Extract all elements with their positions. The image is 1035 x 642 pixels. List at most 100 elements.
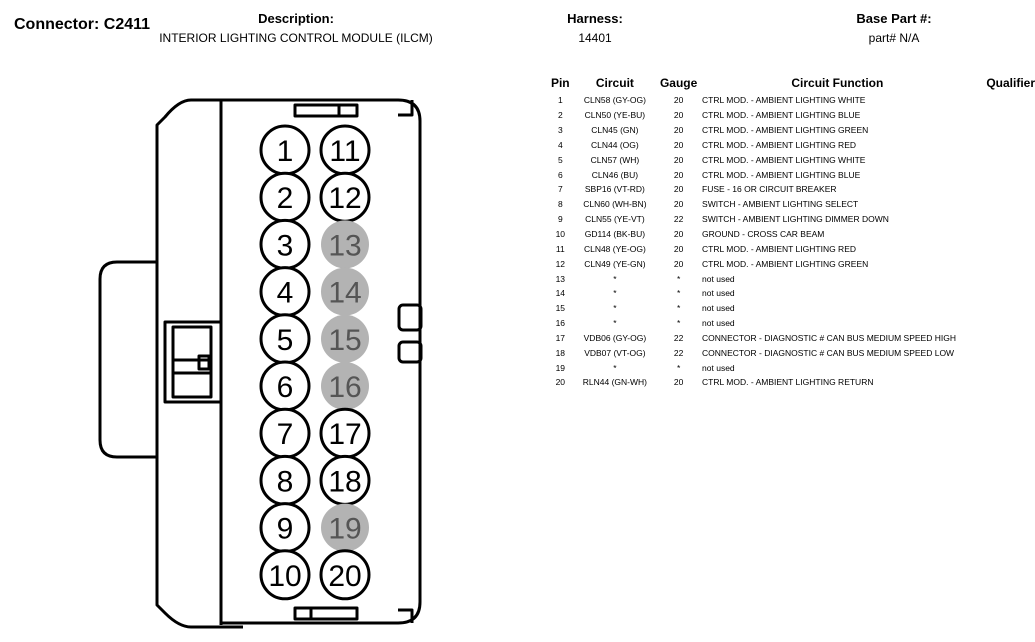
pin-number-label: 7 xyxy=(277,418,294,451)
cell-qualifier xyxy=(973,212,1035,227)
cell-qualifier xyxy=(973,271,1035,286)
harness-title: Harness: xyxy=(567,11,623,26)
pin-cavity: 7 xyxy=(259,407,311,459)
cell-circuit: * xyxy=(613,362,617,373)
pin-number-label: 2 xyxy=(277,182,294,215)
description-title: Description: xyxy=(258,11,334,26)
cell-function: CTRL MOD. - AMBIENT LIGHTING BLUE xyxy=(702,169,861,180)
pin-number-label: 19 xyxy=(328,513,361,546)
cell-function: not used xyxy=(702,303,735,314)
cell-gauge: 20 xyxy=(673,125,684,136)
cell-pin: 2 xyxy=(557,110,563,121)
cell-pin: 4 xyxy=(557,139,563,150)
cell-pin: 17 xyxy=(555,332,566,343)
table-row: 15**not used xyxy=(548,301,1035,316)
table-row: 13**not used xyxy=(548,271,1035,286)
pin-cavity: 10 xyxy=(259,549,311,601)
cell-function: FUSE - 16 OR CIRCUIT BREAKER xyxy=(702,184,837,195)
harness-block: Harness: 14401 xyxy=(550,11,640,45)
cell-pin: 14 xyxy=(555,288,566,299)
cell-pin: 5 xyxy=(557,154,563,165)
pin-cavity: 3 xyxy=(259,218,311,270)
base-part-value: part# N/A xyxy=(868,31,920,45)
pin-cavity: 6 xyxy=(259,360,311,412)
pin-number-label: 10 xyxy=(268,560,301,593)
pinout-table: Pin Circuit Gauge Circuit Function Quali… xyxy=(548,76,1035,390)
cell-circuit: CLN46 (BU) xyxy=(591,169,639,180)
cell-qualifier xyxy=(973,93,1035,108)
cell-function: CTRL MOD. - AMBIENT LIGHTING GREEN xyxy=(702,125,869,136)
cell-circuit: CLN44 (OG) xyxy=(591,139,639,150)
cell-qualifier xyxy=(973,360,1035,375)
pin-cavity: 17 xyxy=(319,407,371,459)
pin-number-label: 18 xyxy=(328,465,361,498)
cell-circuit: CLN48 (YE-OG) xyxy=(583,243,646,254)
pin-circle xyxy=(319,549,371,601)
cell-circuit: CLN50 (YE-BU) xyxy=(584,110,646,121)
pin-cavity: 8 xyxy=(259,454,311,506)
cell-pin: 6 xyxy=(557,169,563,180)
pin-circle-unused xyxy=(321,503,369,552)
description-block: Description: INTERIOR LIGHTING CONTROL M… xyxy=(150,11,442,45)
pin-number-label: 20 xyxy=(328,560,361,593)
cell-circuit: CLN55 (YE-VT) xyxy=(585,214,645,225)
col-header-pin: Pin xyxy=(550,76,570,90)
pin-number-label: 12 xyxy=(328,182,361,215)
cell-pin: 18 xyxy=(555,347,566,358)
base-part-title: Base Part #: xyxy=(856,11,932,26)
cell-gauge: 22 xyxy=(673,214,684,225)
cell-circuit: RLN44 (GN-WH) xyxy=(582,377,648,388)
pin-circle xyxy=(259,549,311,601)
pin-cavity: 20 xyxy=(319,549,371,601)
cell-pin: 16 xyxy=(555,318,566,329)
cell-function: SWITCH - AMBIENT LIGHTING SELECT xyxy=(702,199,859,210)
pin-circle-unused xyxy=(321,267,369,316)
cell-qualifier xyxy=(973,227,1035,242)
cell-function: not used xyxy=(702,273,735,284)
col-header-qualifier: Qualifier xyxy=(986,76,1035,90)
connector-title: Connector: C2411 xyxy=(14,16,151,33)
cell-function: not used xyxy=(702,318,735,329)
cell-circuit: CLN45 (GN) xyxy=(591,125,639,136)
cell-gauge: 20 xyxy=(673,184,684,195)
cell-qualifier xyxy=(973,123,1035,138)
cell-gauge: 20 xyxy=(673,95,684,106)
harness-value: 14401 xyxy=(578,31,612,45)
pin-cavity: 12 xyxy=(319,171,371,223)
pin-cavity: 4 xyxy=(259,266,311,318)
pin-cavity: 5 xyxy=(259,313,311,365)
base-part-block: Base Part #: part# N/A xyxy=(830,11,958,45)
cell-pin: 15 xyxy=(555,303,566,314)
cell-function: not used xyxy=(702,362,735,373)
pin-circle-unused xyxy=(321,314,369,363)
pin-number-label: 17 xyxy=(328,418,361,451)
pin-cavity: 2 xyxy=(259,171,311,223)
pin-number-label: 11 xyxy=(329,135,360,168)
cell-qualifier xyxy=(973,256,1035,271)
cell-qualifier xyxy=(973,375,1035,390)
cell-gauge: 20 xyxy=(673,154,684,165)
cell-function: CONNECTOR - DIAGNOSTIC # CAN BUS MEDIUM … xyxy=(702,347,955,358)
cell-circuit: * xyxy=(613,303,617,314)
table-header-row: Pin Circuit Gauge Circuit Function Quali… xyxy=(548,76,1035,93)
cell-circuit: * xyxy=(613,288,617,299)
cell-pin: 1 xyxy=(557,95,563,106)
col-header-circuit: Circuit xyxy=(595,76,634,90)
cell-pin: 8 xyxy=(557,199,563,210)
cell-pin: 12 xyxy=(555,258,566,269)
cell-function: SWITCH - AMBIENT LIGHTING DIMMER DOWN xyxy=(702,214,889,225)
pin-cavity: 15 xyxy=(321,314,369,363)
cell-pin: 20 xyxy=(555,377,566,388)
cell-pin: 10 xyxy=(555,229,566,240)
